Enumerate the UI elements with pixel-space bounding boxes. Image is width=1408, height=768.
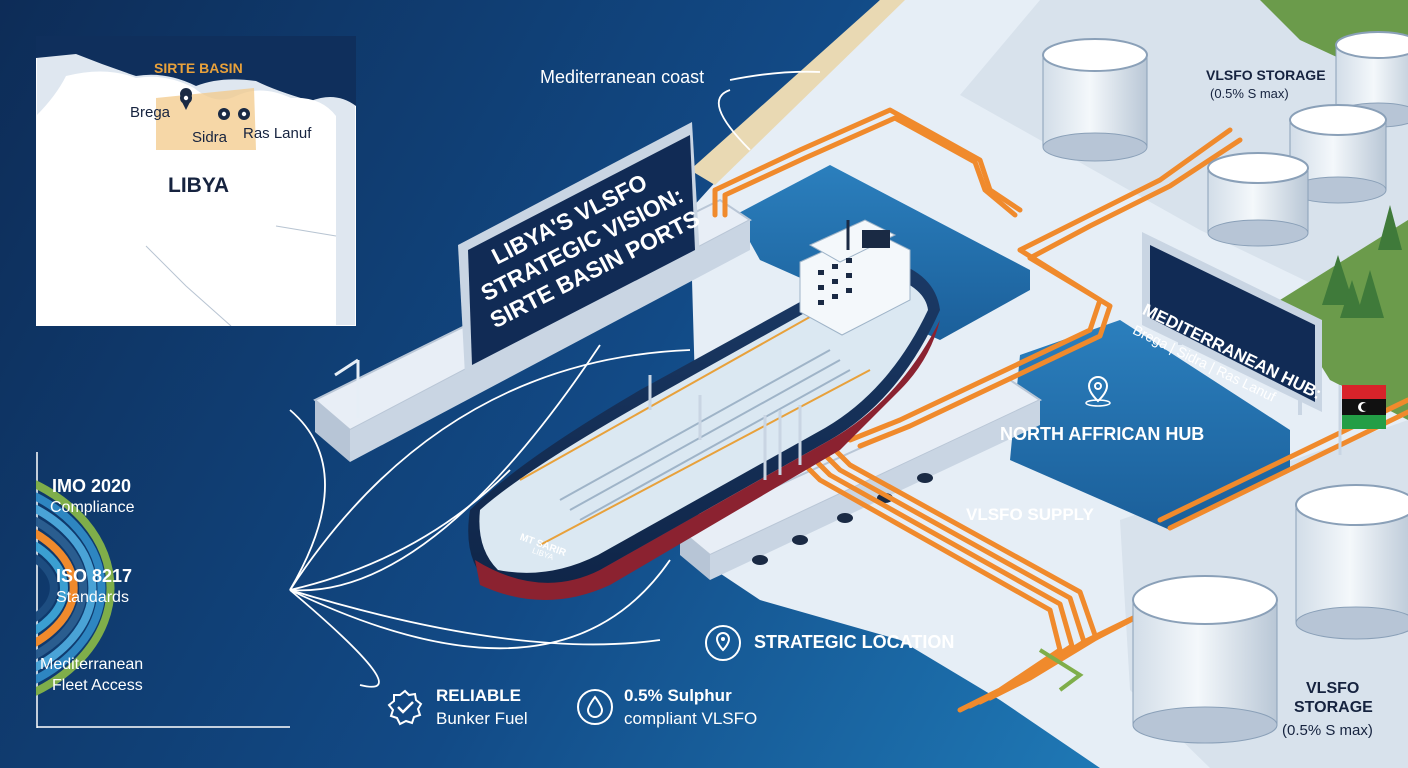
pipelines <box>712 107 1408 743</box>
compliance-item-3-title: Mediterranean <box>40 656 144 673</box>
hub-billboard <box>1142 232 1322 415</box>
storage-bottom-title-2: STORAGE <box>1294 699 1373 716</box>
map-port-brega: Brega <box>130 104 171 121</box>
vlsfo-supply-label: VLSFO SUPPLY <box>966 505 1094 524</box>
reliable-sub: Bunker Fuel <box>436 709 528 728</box>
pier-crane <box>334 358 360 418</box>
storage-bottom-title-1: VLSFO <box>1306 680 1360 697</box>
compliance-item-1-title: IMO 2020 <box>52 476 132 496</box>
compliance-panel: IMO 2020 Compliance ISO 8217 Standards M… <box>14 452 290 728</box>
libya-map-inset: SIRTE BASIN Brega Sidra Ras Lanuf LIBYA <box>35 35 357 327</box>
lower-jetty-side <box>680 530 710 580</box>
coast-label: Mediterranean coast <box>540 67 705 87</box>
libya-map <box>35 35 357 327</box>
sulphur-title: 0.5% Sulphur <box>624 686 732 705</box>
map-port-ras-lanuf: Ras Lanuf <box>243 125 312 142</box>
tanker-ship <box>468 219 940 600</box>
strategic-location-label: STRATEGIC LOCATION <box>754 632 955 652</box>
grass-right <box>1280 220 1408 420</box>
map-country-label: LIBYA <box>168 174 230 197</box>
storage-bottom-sub: (0.5% S max) <box>1282 722 1373 739</box>
compliance-item-3-sub: Fleet Access <box>52 677 143 694</box>
compliance-item-2-sub: Standards <box>56 589 129 606</box>
storage-top-title: VLSFO STORAGE <box>1206 67 1326 83</box>
map-region-label: SIRTE BASIN <box>154 60 243 76</box>
storage-tanks-top <box>1042 31 1408 247</box>
map-port-sidra: Sidra <box>192 129 228 146</box>
green-line <box>1038 648 1084 692</box>
left-pier-side <box>315 400 350 462</box>
sulphur-sub: compliant VLSFO <box>624 709 758 728</box>
compliance-item-1-sub: Compliance <box>50 499 135 516</box>
flow-arrows <box>289 70 821 688</box>
libya-flag-icon <box>1338 385 1386 455</box>
badge-check-icon <box>387 689 423 726</box>
location-pin-circle-icon <box>705 625 741 661</box>
storage-top-sub: (0.5% S max) <box>1210 86 1289 101</box>
location-icon <box>1085 375 1111 407</box>
north-african-hub-label: NORTH AFFRICAN HUB <box>1000 424 1205 444</box>
fenders <box>752 473 933 565</box>
trees <box>1322 205 1402 318</box>
billboard <box>458 122 700 378</box>
drop-icon <box>577 689 613 725</box>
compliance-arcs <box>14 452 290 728</box>
reliable-title: RELIABLE <box>436 686 521 705</box>
beach <box>690 0 905 185</box>
compliance-item-2-title: ISO 8217 <box>56 566 133 586</box>
storage-tanks-bottom <box>1132 484 1408 744</box>
hub-basin <box>1010 320 1290 530</box>
